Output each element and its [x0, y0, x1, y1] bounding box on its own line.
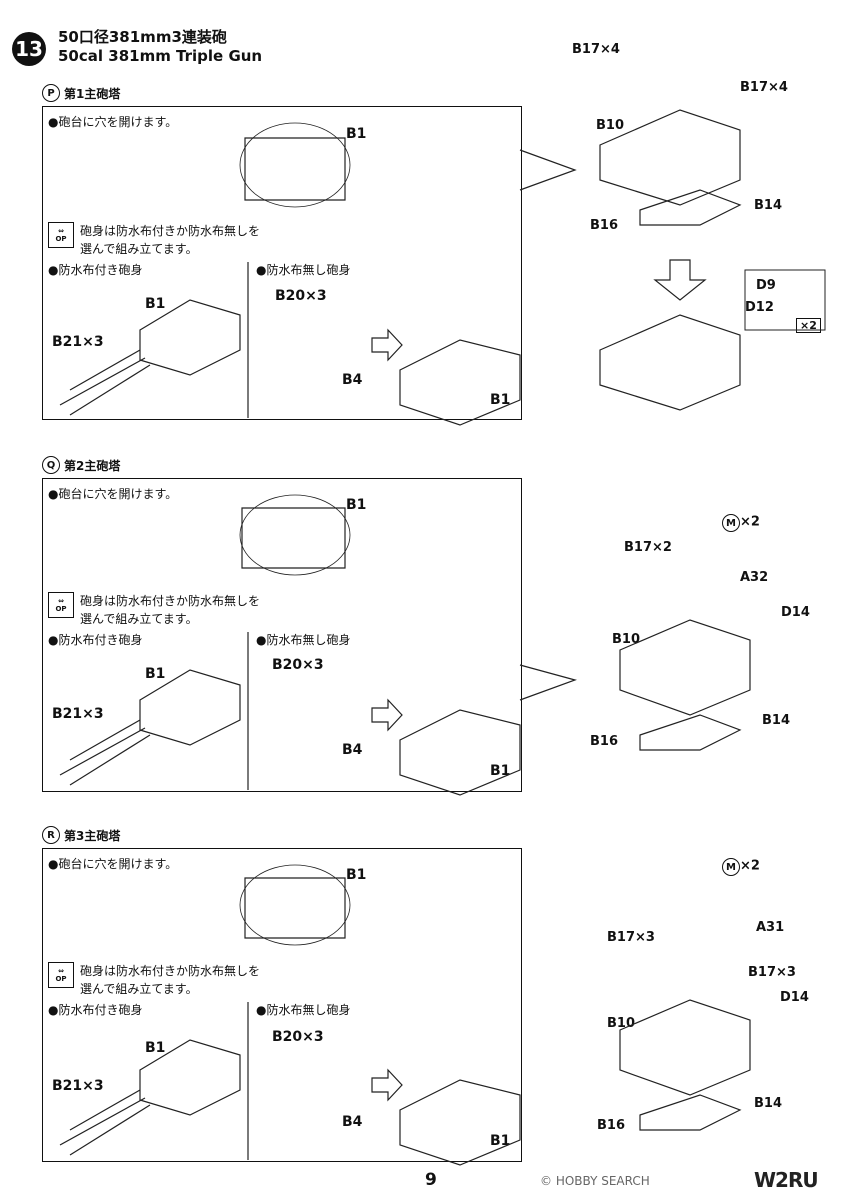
- part-label-b17x3-right: B17×3: [748, 965, 796, 980]
- without-cover-label-p: ●防水布無し砲身: [256, 263, 351, 277]
- part-label-a32: A32: [740, 570, 769, 585]
- part-label-b20x3-r: B20×3: [272, 1029, 324, 1045]
- section-letter-r: R: [42, 826, 60, 844]
- without-cover-label-q: ●防水布無し砲身: [256, 633, 351, 647]
- part-label-b1-with-r: B1: [145, 1040, 166, 1056]
- section-header-q: Q 第2主砲塔: [42, 456, 120, 474]
- section-letter-q: Q: [42, 456, 60, 474]
- section-letter-p: P: [42, 84, 60, 102]
- part-label-b1-with-q: B1: [145, 666, 166, 682]
- with-cover-label-p: ●防水布付き砲身: [48, 263, 143, 277]
- brand-fragment: W2RU: [754, 1168, 819, 1192]
- op-note-r: ⇔OP 砲身は防水布付きか防水布無しを選んで組み立てます。: [48, 962, 260, 998]
- option-icon: ⇔OP: [48, 962, 74, 988]
- part-label-b17x4-left: B17×4: [572, 42, 620, 57]
- part-label-b20x3-p: B20×3: [275, 288, 327, 304]
- part-label-b1-without-q: B1: [490, 763, 511, 779]
- part-label-b17x2: B17×2: [624, 540, 672, 555]
- section-title-q: 第2主砲塔: [64, 458, 121, 473]
- down-arrow-icon: [653, 259, 707, 301]
- part-label-a31: A31: [756, 920, 785, 935]
- part-label-b14-p: B14: [754, 198, 782, 213]
- part-label-b1-without-p: B1: [490, 392, 511, 408]
- watermark: © HOBBY SEARCH: [540, 1174, 650, 1188]
- part-label-b1-drill-r: B1: [346, 867, 367, 883]
- drill-note-q: ●砲台に穴を開けます。: [48, 487, 178, 501]
- part-label-b10-q: B10: [612, 632, 640, 647]
- turret-assembly-r: [619, 999, 751, 1096]
- part-label-d9: D9: [756, 278, 776, 293]
- section-header-p: P 第1主砲塔: [42, 84, 120, 102]
- part-label-b21x3-r: B21×3: [52, 1078, 104, 1094]
- part-label-b20x3-q: B20×3: [272, 657, 324, 673]
- op-note-q: ⇔OP 砲身は防水布付きか防水布無しを選んで組み立てます。: [48, 592, 260, 628]
- step-title-jp: 50口径381mm3連装砲: [58, 28, 227, 46]
- step-title-en: 50cal 381mm Triple Gun: [58, 47, 263, 65]
- part-label-b16-p: B16: [590, 218, 618, 233]
- with-cover-label-r: ●防水布付き砲身: [48, 1003, 143, 1017]
- m-marker-r: M×2: [722, 858, 760, 876]
- without-cover-label-r: ●防水布無し砲身: [256, 1003, 351, 1017]
- step-number-badge: 13: [12, 32, 46, 66]
- quantity-x2-d: ×2: [796, 318, 821, 333]
- part-label-d14-r: D14: [780, 990, 809, 1005]
- part-label-b1-without-r: B1: [490, 1133, 511, 1149]
- part-label-b14-r: B14: [754, 1096, 782, 1111]
- op-note-p: ⇔OP 砲身は防水布付きか防水布無しを選んで組み立てます。: [48, 222, 260, 258]
- part-label-d14-q: D14: [781, 605, 810, 620]
- part-label-b17x3-left: B17×3: [607, 930, 655, 945]
- part-label-d12: D12: [745, 300, 774, 315]
- part-label-b1-drill-p: B1: [346, 126, 367, 142]
- option-icon: ⇔OP: [48, 222, 74, 248]
- m-marker-q: M×2: [722, 514, 760, 532]
- part-label-b14-q: B14: [762, 713, 790, 728]
- page-number: 9: [425, 1170, 437, 1190]
- with-cover-label-q: ●防水布付き砲身: [48, 633, 143, 647]
- section-header-r: R 第3主砲塔: [42, 826, 120, 844]
- part-label-b16-r: B16: [597, 1118, 625, 1133]
- part-label-b16-q: B16: [590, 734, 618, 749]
- section-title-r: 第3主砲塔: [64, 828, 121, 843]
- drill-note-p: ●砲台に穴を開けます。: [48, 115, 178, 129]
- option-icon: ⇔OP: [48, 592, 74, 618]
- part-label-b4-q: B4: [342, 742, 363, 758]
- drill-note-r: ●砲台に穴を開けます。: [48, 857, 178, 871]
- section-title-p: 第1主砲塔: [64, 86, 121, 101]
- part-label-b10-r: B10: [607, 1016, 635, 1031]
- part-label-b21x3-p: B21×3: [52, 334, 104, 350]
- part-label-b1-drill-q: B1: [346, 497, 367, 513]
- part-label-b4-p: B4: [342, 372, 363, 388]
- turret-assembly-p-final: [599, 314, 741, 411]
- part-label-b10-p: B10: [596, 118, 624, 133]
- part-label-b21x3-q: B21×3: [52, 706, 104, 722]
- part-label-b4-r: B4: [342, 1114, 363, 1130]
- part-label-b17x4-right: B17×4: [740, 80, 788, 95]
- part-label-b1-with-p: B1: [145, 296, 166, 312]
